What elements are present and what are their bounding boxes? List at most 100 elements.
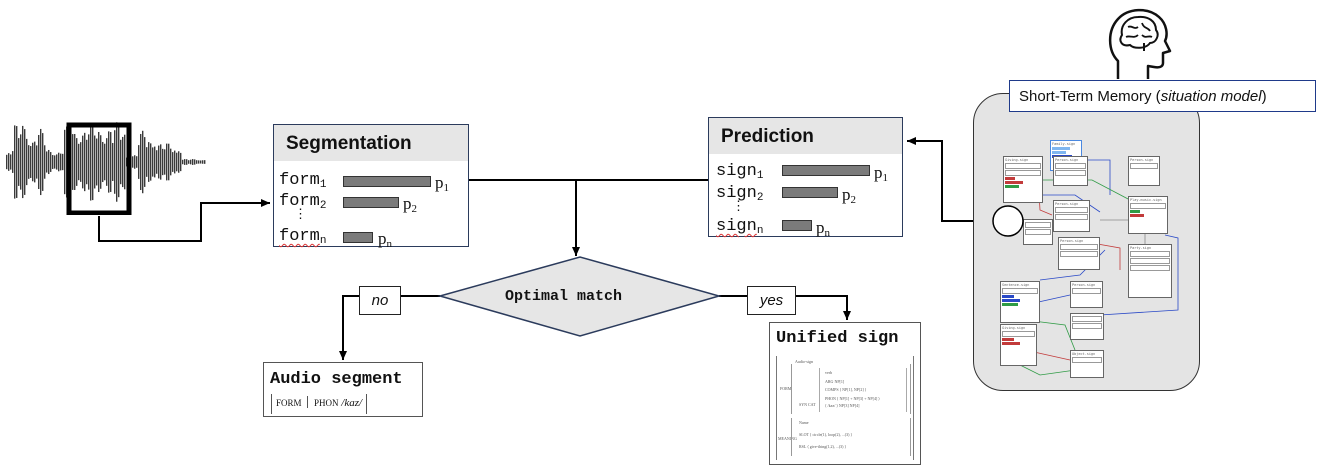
segmentation-prob-1: p1 — [435, 173, 449, 194]
waveform-sample — [100, 135, 102, 189]
waveform-sample — [32, 142, 34, 182]
prediction-bar-n — [782, 220, 812, 231]
segmentation-bar-n — [343, 232, 373, 243]
waveform-sample — [94, 135, 96, 189]
waveform-sample — [30, 146, 32, 178]
waveform-sample — [14, 125, 16, 199]
waveform-sample — [148, 142, 150, 182]
waveform-sample — [40, 128, 42, 196]
waveform-sample — [138, 145, 140, 179]
waveform-sample — [74, 133, 76, 191]
waveform-sample — [172, 152, 174, 172]
waveform-sample — [12, 151, 14, 173]
audio-waveform — [6, 122, 206, 215]
waveform-sample — [194, 159, 196, 165]
avm-form-label: FORM — [780, 386, 792, 391]
waveform-sample — [72, 134, 74, 190]
prediction-row-n: signn — [716, 217, 764, 237]
waveform-sample — [86, 139, 88, 185]
prediction-row-1: sign1 — [716, 162, 764, 182]
waveform-sample — [166, 143, 168, 181]
waveform-sample — [58, 152, 60, 172]
audio-window-frame — [66, 122, 132, 215]
stm-node-giving: Giving-sign — [1003, 156, 1043, 203]
waveform-sample — [124, 134, 126, 190]
no-branch-arrow — [339, 295, 440, 360]
segmentation-row-n: formn — [279, 227, 327, 247]
no-tag: no — [359, 286, 401, 315]
stm-node-object-gift: Object-sign — [1070, 350, 1104, 378]
stm-node-small-2 — [1023, 219, 1053, 245]
segmentation-prob-2: p2 — [403, 194, 417, 215]
waveform-sample — [22, 125, 24, 199]
waveform-sample — [60, 153, 62, 171]
segmentation-title: Segmentation — [274, 125, 468, 161]
waveform-sample — [142, 130, 144, 194]
stm-node-small — [1070, 313, 1104, 340]
waveform-sample — [122, 136, 124, 188]
waveform-sample — [184, 159, 186, 165]
waveform-sample — [144, 137, 146, 187]
stm-node-sentence: Sentence-sign — [1000, 281, 1040, 323]
decision-diamond — [437, 256, 722, 337]
waveform-sample — [120, 139, 122, 185]
unified-sign-box: Unified sign FORM MEANING Audio-sign SYN… — [769, 322, 921, 465]
waveform-sample — [36, 145, 38, 179]
waveform-sample — [154, 146, 156, 178]
short-term-memory-title: Short-Term Memory (situation model) — [1009, 80, 1316, 112]
waveform-sample — [102, 141, 104, 183]
waveform-sample — [112, 143, 114, 181]
prediction-bar-2 — [782, 187, 838, 198]
waveform-sample — [134, 155, 136, 169]
waveform-sample — [96, 138, 98, 186]
waveform-sample — [88, 134, 90, 190]
stm-node-giving-2: Giving-sign — [1000, 324, 1037, 366]
waveform-sample — [116, 122, 118, 202]
waveform-sample — [28, 145, 30, 179]
waveform-sample — [44, 145, 46, 179]
audio-to-segmentation-arrow — [98, 199, 270, 242]
waveform-sample — [158, 145, 160, 179]
waveform-sample — [178, 151, 180, 173]
waveform-sample — [198, 160, 200, 164]
waveform-sample — [106, 138, 108, 186]
waveform-sample — [50, 152, 52, 172]
waveform-sample — [26, 138, 28, 186]
waveform-sample — [132, 156, 134, 168]
waveform-sample — [108, 131, 110, 193]
waveform-sample — [6, 154, 8, 170]
waveform-sample — [182, 159, 184, 165]
stm-node-play-music: Play-music-sign — [1128, 196, 1168, 234]
prediction-title: Prediction — [709, 118, 902, 154]
waveform-sample — [10, 154, 12, 170]
unified-sign-title: Unified sign — [776, 329, 899, 348]
audio-segment-title: Audio segment — [270, 370, 403, 389]
waveform-sample — [24, 129, 26, 195]
stm-node-person-sue: Person-sign — [1070, 281, 1103, 308]
waveform-sample — [46, 151, 48, 173]
segmentation-row-1: form1 — [279, 171, 327, 191]
audio-segment-avm: FORM PHON /kaz/ — [271, 394, 368, 414]
waveform-sample — [8, 153, 10, 171]
waveform-sample — [84, 132, 86, 192]
stm-output-node — [992, 205, 1024, 237]
waveform-sample — [56, 154, 58, 170]
waveform-sample — [92, 123, 94, 201]
stm-to-prediction-arrow — [907, 137, 995, 222]
waveform-sample — [140, 133, 142, 191]
waveform-sample — [156, 150, 158, 174]
waveform-sample — [20, 134, 22, 190]
waveform-sample — [98, 131, 100, 193]
waveform-sample — [180, 152, 182, 172]
head-brain-icon — [1108, 8, 1172, 79]
prediction-panel: Prediction — [708, 117, 903, 237]
waveform-sample — [54, 155, 56, 169]
segmentation-bar-1 — [343, 176, 431, 187]
waveform-sample — [48, 149, 50, 175]
prediction-prob-2: p2 — [842, 185, 856, 206]
stm-node-person-mark: Person-sign — [1058, 237, 1100, 270]
segmentation-bar-2 — [343, 197, 399, 208]
waveform-sample — [202, 160, 204, 164]
waveform-sample — [188, 160, 190, 164]
audio-segment-box: Audio segment FORM PHON /kaz/ — [263, 362, 423, 417]
